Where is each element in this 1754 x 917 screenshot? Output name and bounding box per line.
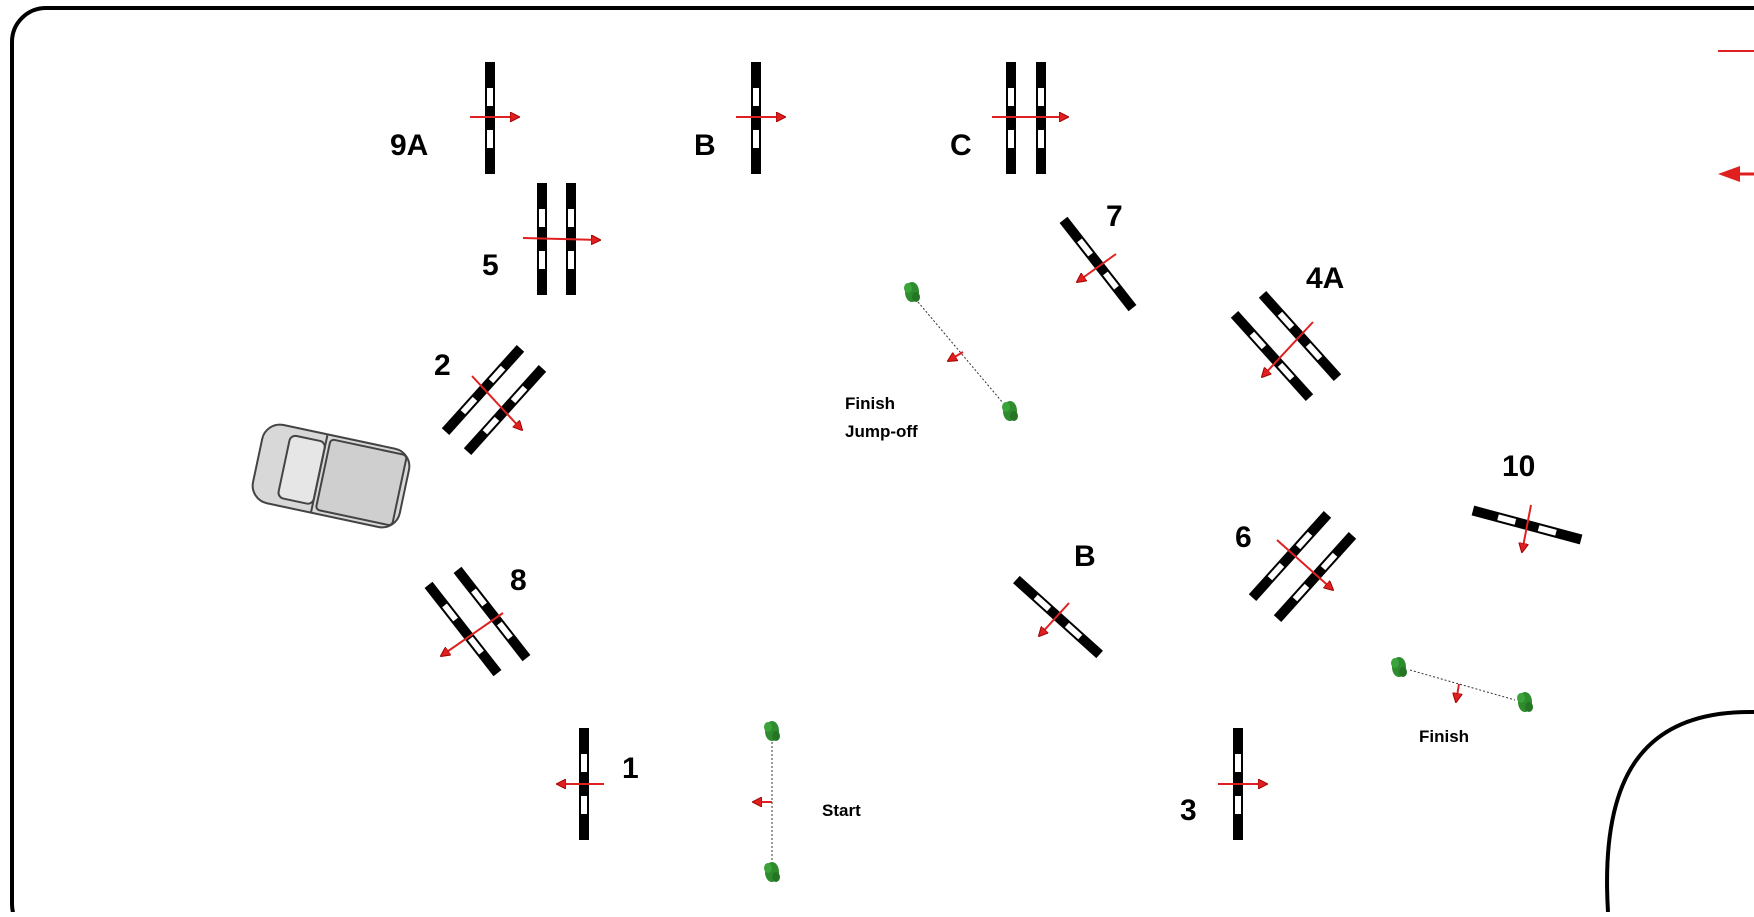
- start-line: [753, 721, 780, 882]
- jump-6: [1248, 511, 1357, 622]
- label-jump-1: 1: [622, 752, 639, 785]
- label-jump-9a: 9A: [390, 129, 428, 162]
- jump-9c: [992, 62, 1068, 174]
- label-jump-9c: C: [950, 129, 972, 162]
- label-finish: Finish: [1419, 727, 1469, 746]
- label-jump-7: 7: [1106, 200, 1123, 233]
- label-jump-6: 6: [1235, 521, 1252, 554]
- jump-7: [1059, 216, 1137, 312]
- finish-line: [1391, 657, 1533, 712]
- jump-4a: [1230, 291, 1342, 401]
- edge-arrow-icon: [1718, 166, 1740, 182]
- finish-jumpoff-line: [904, 282, 1018, 421]
- jump-3: [1218, 728, 1267, 840]
- vehicle-icon: [251, 423, 411, 529]
- label-finish-jumpoff-2: Jump-off: [845, 422, 918, 441]
- label-jump-4a: 4A: [1306, 262, 1344, 295]
- arena-border: [10, 6, 1754, 917]
- arena-arc: [1605, 709, 1754, 913]
- label-jump-2: 2: [434, 349, 451, 382]
- jump-4b: [1013, 575, 1103, 659]
- jump-8: [424, 566, 531, 677]
- flag-plant-icon: [904, 282, 920, 302]
- jump-5: [522, 183, 600, 295]
- jump-10: [1471, 504, 1583, 552]
- flag-plant-icon: [1517, 692, 1533, 712]
- label-jump-4b: B: [1074, 540, 1096, 573]
- jump-2: [441, 345, 547, 455]
- flag-plant-icon: [1002, 401, 1018, 421]
- jump-9b: [736, 62, 785, 174]
- label-jump-3: 3: [1180, 794, 1197, 827]
- flag-plant-icon: [1391, 657, 1407, 677]
- label-jump-10: 10: [1502, 450, 1535, 483]
- jump-1: [557, 728, 604, 840]
- label-jump-9b: B: [694, 129, 716, 162]
- label-finish-jumpoff-1: Finish: [845, 394, 895, 413]
- flag-plant-icon: [764, 862, 780, 882]
- label-start: Start: [822, 801, 861, 820]
- label-jump-8: 8: [510, 564, 527, 597]
- jump-9a: [470, 62, 519, 174]
- flag-plant-icon: [764, 721, 780, 741]
- label-jump-5: 5: [482, 249, 499, 282]
